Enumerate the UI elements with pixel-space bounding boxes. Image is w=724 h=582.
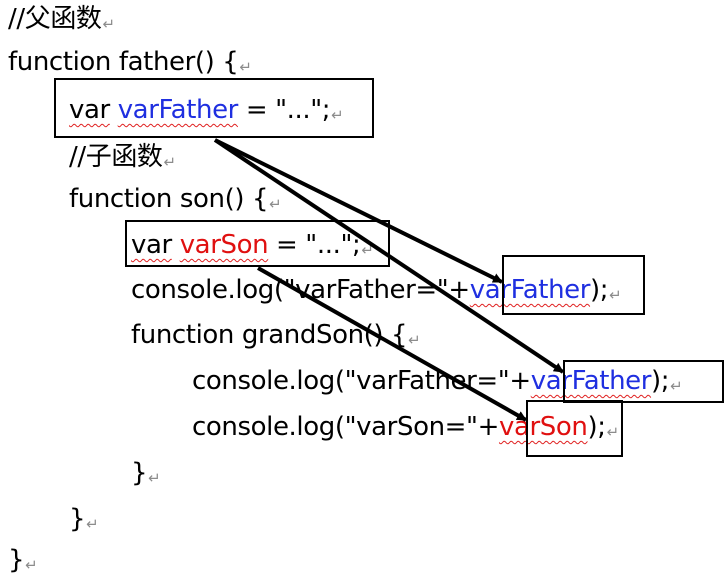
code-token: //子函数: [69, 142, 163, 172]
paragraph-mark-icon: ↵: [331, 106, 344, 124]
paragraph-mark-icon: ↵: [102, 15, 116, 33]
code-token: var: [131, 230, 172, 260]
code-token: );: [590, 275, 609, 305]
code-line: console.log("varFather="+varFather);↵: [192, 364, 683, 403]
code-token: );: [587, 412, 606, 442]
code-line: var varFather = "...";↵: [69, 93, 344, 132]
code-line: }↵: [8, 543, 38, 582]
code-token: function son() {: [69, 184, 269, 214]
code-token: }: [69, 504, 86, 534]
code-line: function grandSon() {↵: [131, 318, 421, 357]
paragraph-mark-icon: ↵: [86, 515, 99, 533]
code-line: console.log("varSon="+varSon);↵: [192, 410, 619, 449]
code-line: console.log("varFather="+varFather);↵: [131, 273, 622, 312]
variable-token: varSon: [179, 230, 269, 260]
variable-token: varFather: [117, 95, 239, 125]
code-token: var: [69, 95, 110, 125]
paragraph-mark-icon: ↵: [606, 423, 620, 441]
variable-token: varFather: [469, 275, 591, 305]
code-token: }: [8, 545, 25, 575]
code-token: function grandSon() {: [131, 320, 408, 350]
code-token: //父函数: [8, 4, 102, 34]
code-token: console.log("varFather="+: [192, 366, 531, 396]
code-line: //子函数↵: [69, 140, 176, 179]
code-line: function father() {↵: [8, 45, 252, 84]
paragraph-mark-icon: ↵: [361, 241, 374, 259]
code-token: [110, 95, 118, 125]
code-token: = "...";: [268, 230, 361, 260]
code-token: = "...";: [237, 95, 331, 125]
paragraph-mark-icon: ↵: [670, 377, 683, 395]
paragraph-mark-icon: ↵: [408, 331, 421, 349]
code-line: var varSon = "...";↵: [131, 228, 374, 267]
code-line: }↵: [131, 456, 161, 495]
code-line: //父函数↵: [8, 2, 115, 41]
variable-token: varFather: [530, 366, 652, 396]
paragraph-mark-icon: ↵: [609, 286, 622, 304]
paragraph-mark-icon: ↵: [148, 469, 161, 487]
code-token: [172, 230, 180, 260]
code-token: console.log("varSon="+: [192, 412, 499, 442]
code-token: }: [131, 458, 148, 488]
code-line: function son() {↵: [69, 182, 282, 221]
code-token: console.log("varFather="+: [131, 275, 470, 305]
code-token: function father() {: [8, 47, 239, 77]
paragraph-mark-icon: ↵: [25, 556, 38, 574]
paragraph-mark-icon: ↵: [269, 195, 282, 213]
paragraph-mark-icon: ↵: [163, 153, 177, 171]
code-line: }↵: [69, 502, 99, 541]
paragraph-mark-icon: ↵: [239, 58, 252, 76]
code-token: );: [651, 366, 670, 396]
variable-token: varSon: [498, 412, 588, 442]
